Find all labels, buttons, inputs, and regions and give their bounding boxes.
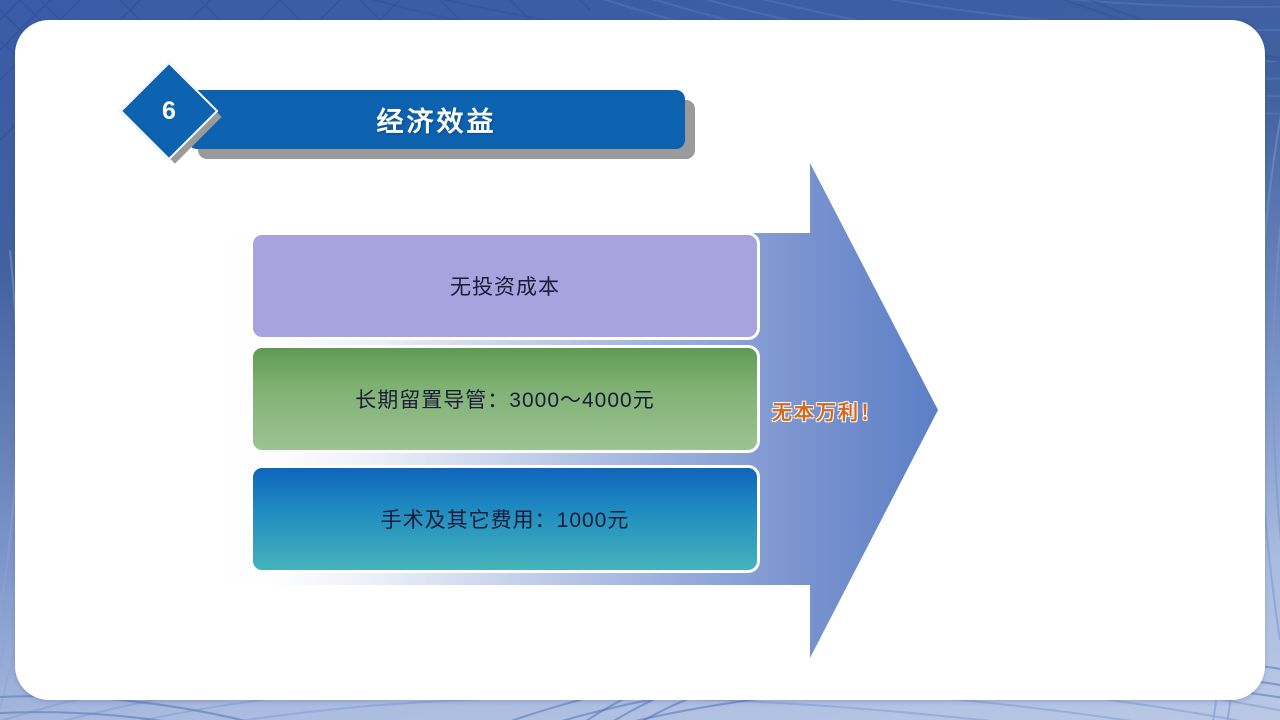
content-box-label: 长期留置导管：3000～4000元: [355, 389, 655, 412]
slide-card: 经济效益 6 无投资成本 长期留置导管：3000～4000元 手术及其它费用：1…: [15, 20, 1265, 700]
content-box-label: 手术及其它费用：1000元: [380, 509, 630, 532]
content-box-surgery-other-cost[interactable]: 手术及其它费用：1000元: [250, 465, 760, 573]
number-badge-label: 6: [162, 96, 176, 125]
section-title-banner: 经济效益 6: [119, 61, 710, 172]
banner-bar: [188, 90, 685, 149]
page-title: 经济效益: [376, 107, 497, 137]
content-box-long-term-catheter-cost[interactable]: 长期留置导管：3000～4000元: [250, 345, 760, 453]
content-box-label: 无投资成本: [450, 276, 560, 299]
content-box-no-investment-cost[interactable]: 无投资成本: [250, 232, 760, 340]
arrow-highlight-note: 无本万利！: [772, 402, 882, 424]
